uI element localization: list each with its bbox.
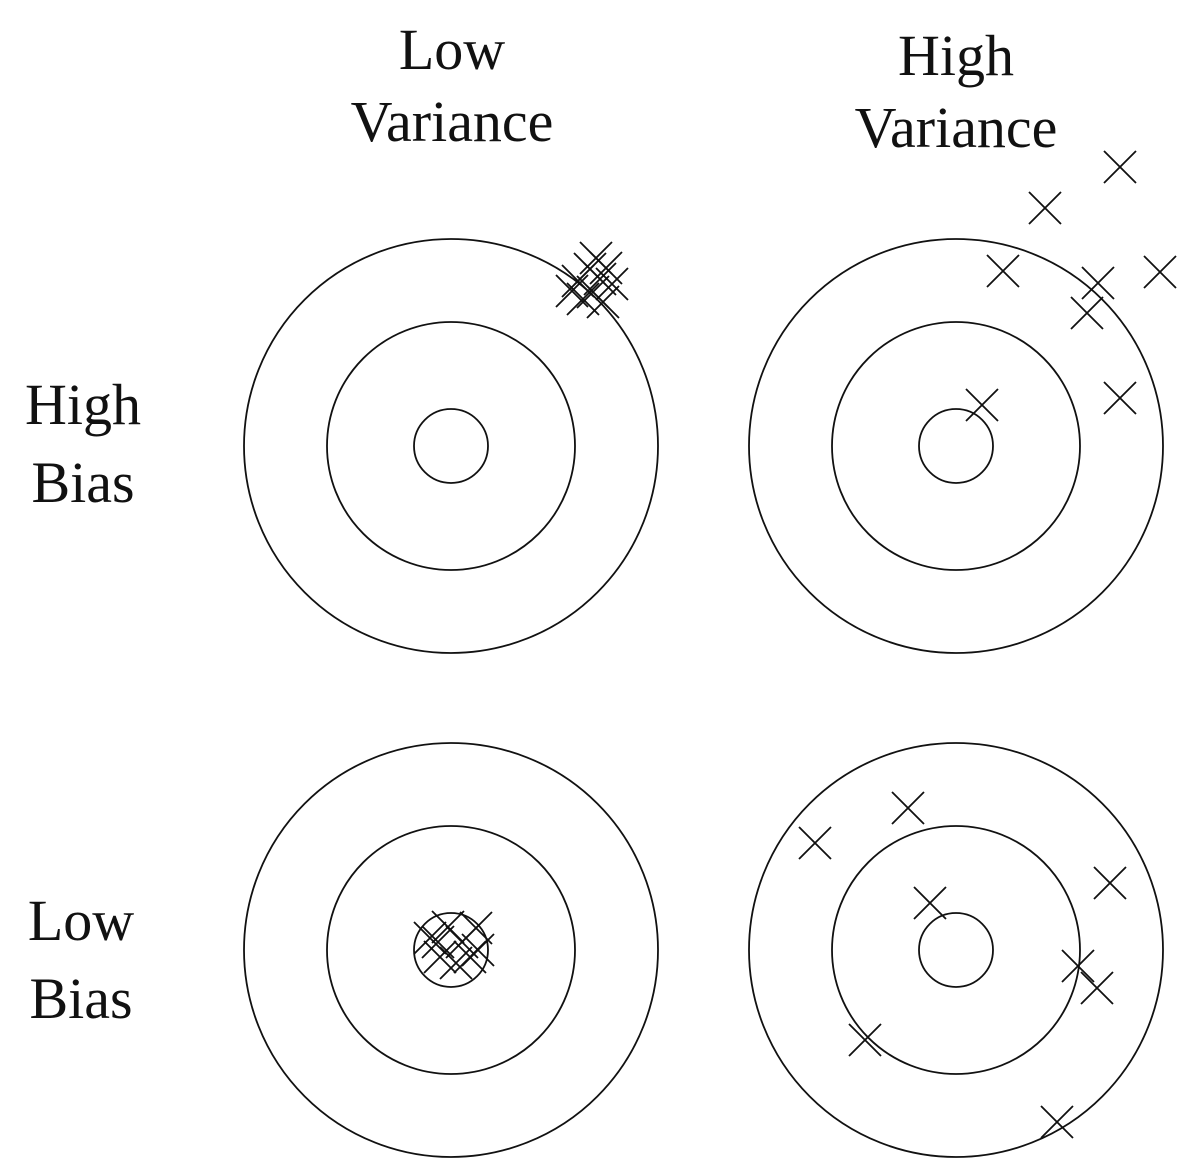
x-mark [586, 285, 620, 319]
x-mark [439, 946, 473, 980]
row-header-low-bias-line2: Bias [29, 966, 133, 1031]
row-header-low-bias: Low Bias [0, 882, 166, 1038]
x-mark [1040, 1105, 1074, 1139]
outer-ring [748, 742, 1164, 1158]
column-header-high-variance-line2: Variance [854, 95, 1058, 160]
row-header-high-bias-line1: High [25, 372, 141, 437]
target-high-bias-low-variance [243, 238, 659, 654]
column-header-high-variance-line1: High [898, 23, 1014, 88]
x-mark [583, 262, 617, 296]
x-mark [421, 925, 455, 959]
outer-ring [748, 238, 1164, 654]
x-mark [1093, 866, 1127, 900]
middle-ring [326, 321, 576, 571]
x-mark [891, 791, 925, 825]
x-mark [459, 911, 493, 945]
outer-ring [243, 742, 659, 1158]
column-header-low-variance-line1: Low [398, 17, 506, 82]
x-mark [1143, 255, 1177, 289]
target-high-bias-high-variance [748, 150, 1177, 654]
x-mark [461, 933, 495, 967]
target-low-bias-high-variance [748, 742, 1164, 1158]
x-mark [555, 274, 589, 308]
x-mark [798, 826, 832, 860]
x-mark [986, 254, 1020, 288]
inner-ring [918, 912, 994, 988]
row-header-high-bias: High Bias [0, 366, 168, 522]
inner-ring [918, 408, 994, 484]
x-mark [1081, 266, 1115, 300]
target-low-bias-low-variance [243, 742, 659, 1158]
x-mark [595, 267, 629, 301]
x-mark [579, 241, 613, 275]
middle-ring [831, 825, 1081, 1075]
column-header-low-variance: Low Variance [292, 14, 612, 158]
outer-ring [243, 238, 659, 654]
x-mark [1028, 191, 1062, 225]
middle-ring [326, 825, 576, 1075]
x-mark [1080, 971, 1114, 1005]
x-mark [913, 886, 947, 920]
x-mark [1103, 150, 1137, 184]
x-mark [566, 282, 600, 316]
x-mark [848, 1023, 882, 1057]
x-mark [1061, 949, 1095, 983]
middle-ring [831, 321, 1081, 571]
row-header-high-bias-line2: Bias [31, 450, 135, 515]
x-mark [1070, 296, 1104, 330]
column-header-low-variance-line2: Variance [350, 89, 554, 154]
inner-ring [413, 408, 489, 484]
row-header-low-bias-line1: Low [27, 888, 135, 953]
column-header-high-variance: High Variance [796, 20, 1116, 164]
x-mark [1103, 381, 1137, 415]
inner-ring [413, 912, 489, 988]
x-mark [965, 388, 999, 422]
